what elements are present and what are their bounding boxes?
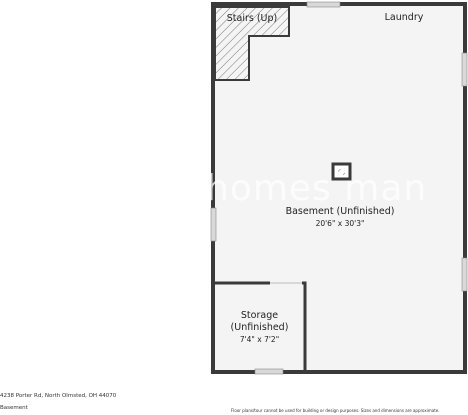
storage-label-line1: Storage xyxy=(240,310,279,321)
basement-dims: 20'6" x 30'3" xyxy=(315,219,365,228)
disclaimer: Floor plans/tour cannot be used for buil… xyxy=(231,408,440,413)
basement-label: Basement (Unfinished) xyxy=(285,206,395,217)
storage-walls xyxy=(213,281,307,372)
laundry-label: Laundry xyxy=(384,12,424,23)
stairs-label: Stairs (Up) xyxy=(226,13,278,24)
basement-floor xyxy=(213,4,465,372)
level-name: Basement xyxy=(0,405,28,411)
storage-label-line2: (Unfinished) xyxy=(230,322,289,333)
address: 4238 Porter Rd, North Olmsted, OH 44070 xyxy=(0,393,117,399)
windows xyxy=(210,1,468,375)
storage-dims: 7'4" x 7'2" xyxy=(239,335,280,344)
